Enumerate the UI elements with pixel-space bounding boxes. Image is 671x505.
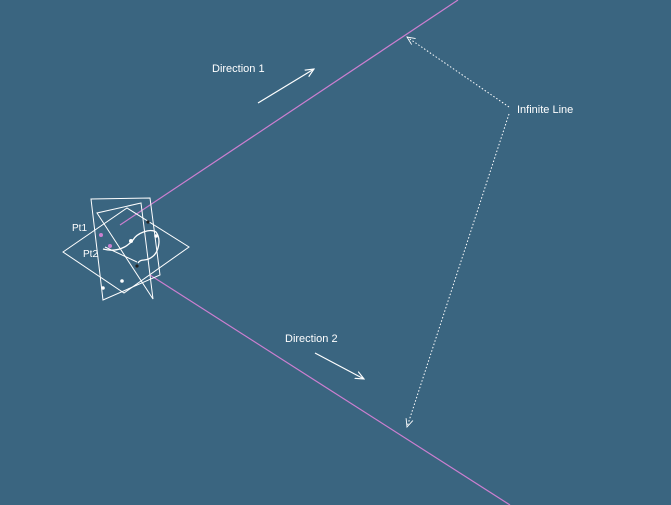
plane-2 xyxy=(90,197,161,301)
point-e xyxy=(146,220,150,224)
part-leader xyxy=(104,246,138,263)
infinite-line-ray-1 xyxy=(119,0,459,226)
leader-arrow-to-ray-2 xyxy=(407,113,510,427)
pt1-label: Pt1 xyxy=(72,223,87,234)
part-points xyxy=(99,220,158,290)
plane-1 xyxy=(62,207,190,294)
point-pt2 xyxy=(108,244,112,248)
direction-2-arrow xyxy=(314,352,364,379)
point-pt1 xyxy=(99,233,103,237)
infinite-line-label: Infinite Line xyxy=(517,104,573,116)
leader-arrow-to-ray-1 xyxy=(407,37,510,108)
wireframe-part xyxy=(62,197,190,301)
part-curve xyxy=(102,229,160,264)
plane-3 xyxy=(96,202,154,300)
point-a xyxy=(129,239,133,243)
point-f xyxy=(135,264,139,268)
point-d xyxy=(101,286,105,290)
direction-2-label: Direction 2 xyxy=(285,333,338,345)
infinite-line-ray-2 xyxy=(149,274,511,505)
direction-1-label: Direction 1 xyxy=(212,63,265,75)
direction-1-arrow xyxy=(257,69,314,104)
point-b xyxy=(154,234,158,238)
point-c xyxy=(120,279,124,283)
pt2-label: Pt2 xyxy=(83,249,98,260)
